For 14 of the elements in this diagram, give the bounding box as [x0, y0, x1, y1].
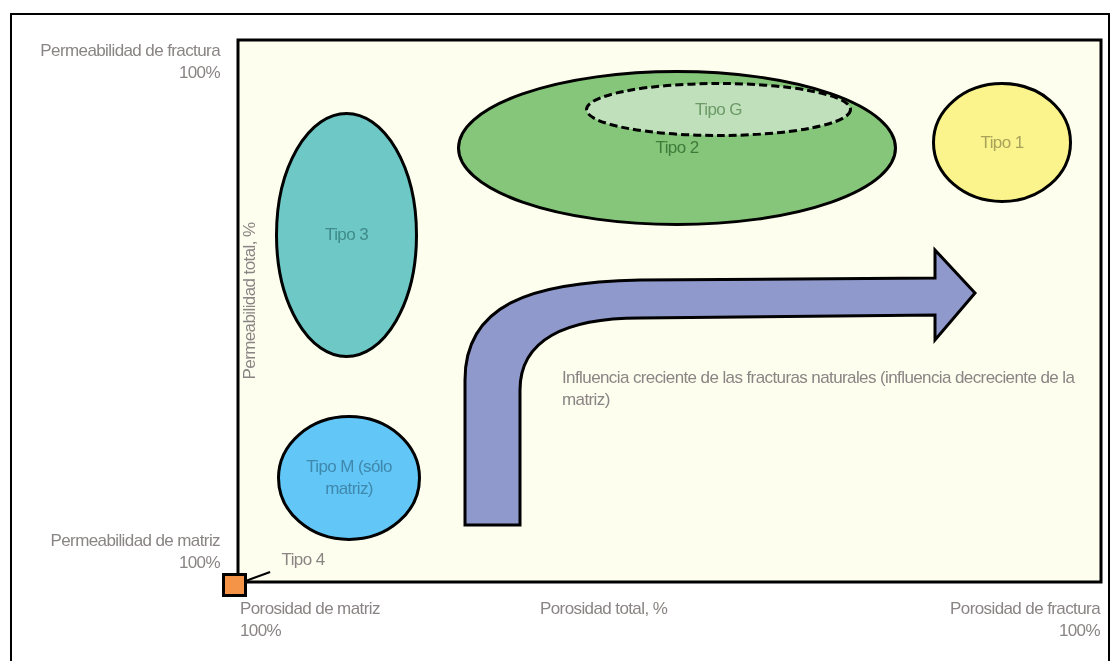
- axis-title: Porosidad total, %: [540, 598, 669, 620]
- region-label: Tipo 2: [654, 137, 700, 159]
- axis-end-label: Porosidad de fractura 100%: [949, 598, 1100, 642]
- callout-text: Tipo 4: [280, 549, 326, 571]
- axis-end-label: Permeabilidad de matriz 100%: [49, 530, 220, 574]
- annotation-text: Influencia creciente de las fracturas naturales (influencia decreciente de la matriz): [562, 367, 1076, 411]
- axis-end-label: Porosidad de matriz 100%: [240, 598, 381, 642]
- axis-end-label: Permeabilidad de fractura 100%: [39, 40, 220, 84]
- region-label: Tipo G: [694, 98, 743, 121]
- region-label: Tipo M (sólo matriz): [305, 456, 393, 500]
- region-label: Tipo 1: [979, 131, 1025, 154]
- axis-title: Permeabilidad total, %: [239, 221, 260, 382]
- leader-line: [246, 571, 272, 582]
- region-label: Tipo 3: [324, 224, 369, 246]
